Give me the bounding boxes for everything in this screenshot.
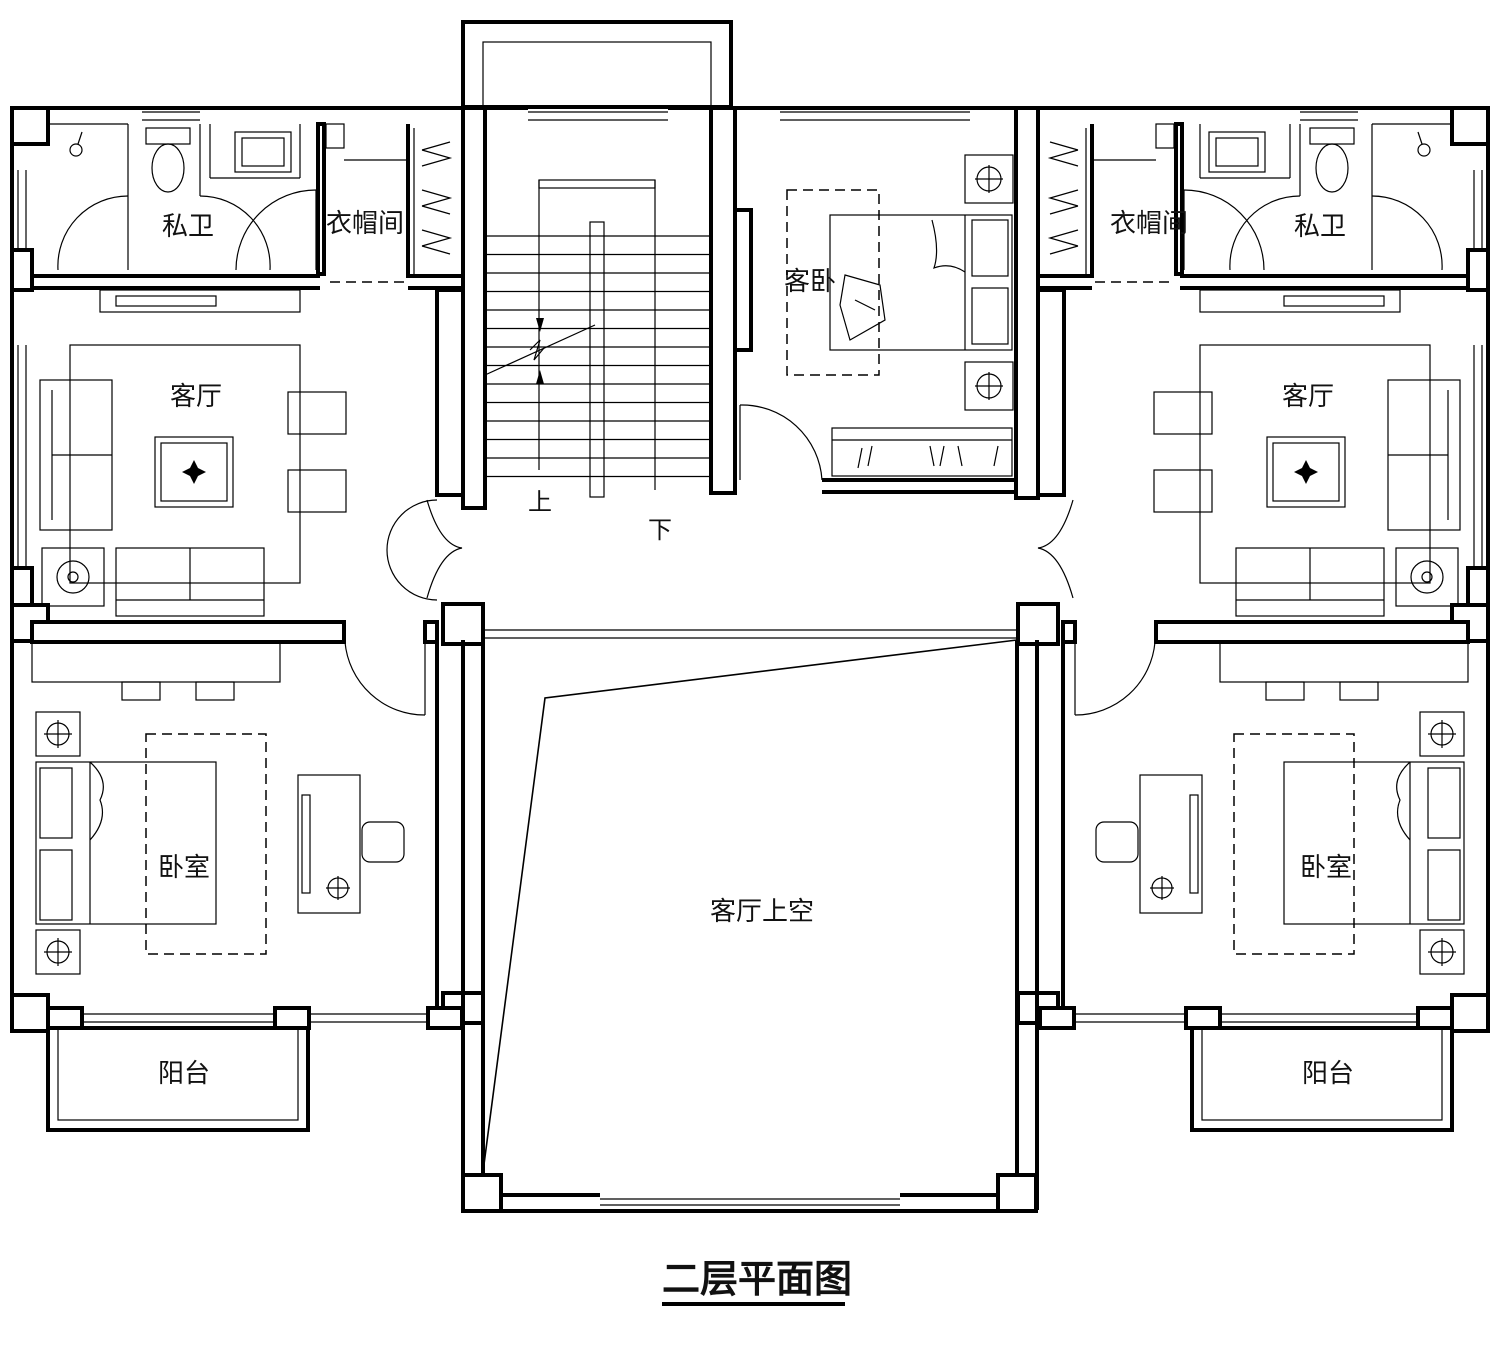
- bath-fixtures-left: [48, 123, 453, 274]
- label-balcony-right: 阳台: [1302, 1059, 1354, 1089]
- doors: [57, 189, 1443, 716]
- label-guest-bedroom: 客卧: [784, 267, 836, 297]
- label-bedroom-right: 卧室: [1300, 853, 1352, 883]
- bedroom-right-furniture: [1095, 641, 1469, 975]
- label-closet-right: 衣帽间: [1110, 209, 1188, 239]
- label-closet-left: 衣帽间: [326, 209, 404, 239]
- label-living-left: 客厅: [170, 382, 222, 412]
- stair: 上 下: [484, 179, 711, 544]
- living-right-furniture: [1153, 289, 1461, 617]
- guest-bedroom-furniture: [786, 154, 1014, 477]
- room-labels: 私卫 衣帽间 客卧 衣帽间 私卫 客厅 客厅 卧室 卧室 客厅上空 阳台 阳台: [158, 209, 1354, 1089]
- label-atrium: 客厅上空: [710, 897, 814, 927]
- living-left-furniture: [39, 289, 347, 617]
- stair-up-label: 上: [528, 488, 552, 516]
- label-bath-right: 私卫: [1294, 212, 1346, 242]
- stair-down-label: 下: [648, 516, 672, 544]
- label-balcony-left: 阳台: [158, 1059, 210, 1089]
- drawing-title: 二层平面图: [662, 1257, 852, 1301]
- label-bedroom-left: 卧室: [158, 853, 210, 883]
- label-living-right: 客厅: [1282, 382, 1334, 412]
- bedroom-left-furniture: [31, 641, 405, 975]
- label-bath-left: 私卫: [162, 212, 214, 242]
- walls: [10, 20, 1490, 1213]
- bath-fixtures-right: [1047, 123, 1452, 274]
